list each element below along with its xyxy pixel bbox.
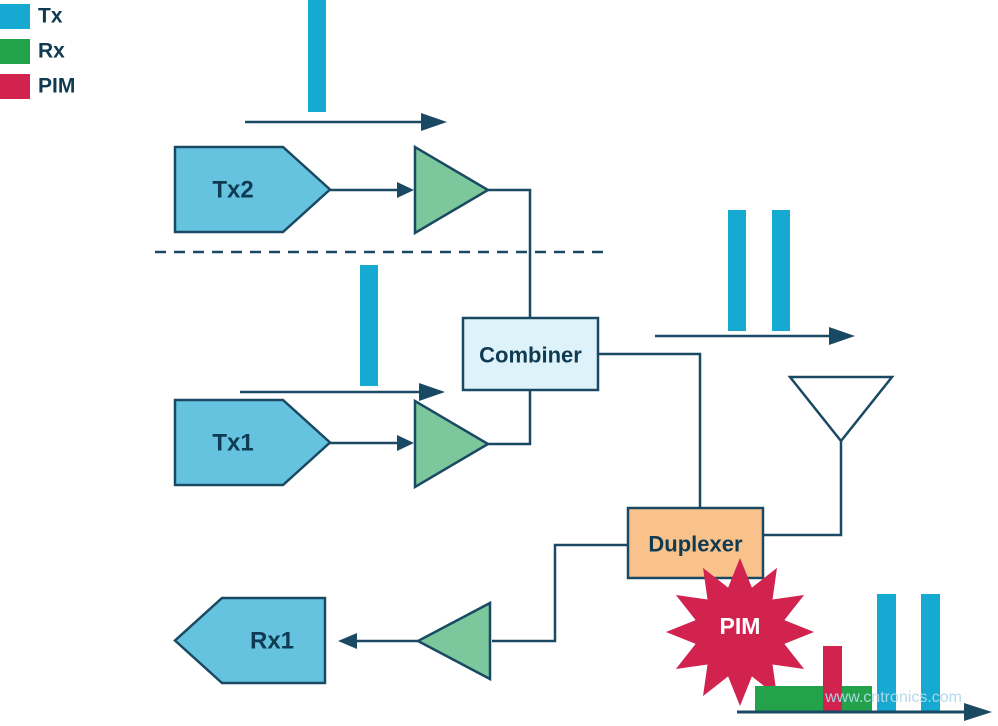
combiner-label: Combiner: [479, 343, 582, 368]
rx-arrowhead: [338, 633, 357, 649]
antenna-icon: [787, 375, 895, 444]
tx1-spectrum-bar: [360, 265, 378, 386]
antenna-to-duplexer-connector: [763, 441, 843, 537]
tx1-spectrum-arrow: [240, 383, 445, 401]
watermark: www.cntronics.com: [824, 689, 962, 706]
pim-burst-label: PIM: [720, 613, 761, 639]
tx1-to-amp-arrowhead: [397, 435, 414, 451]
frequency-axis-arrowhead: [964, 703, 992, 721]
combiner-to-duplexer-connector: [598, 352, 702, 508]
duplexer-label: Duplexer: [648, 532, 743, 557]
tx2-to-amp-arrow: [330, 182, 414, 198]
tx2-amplifier: [413, 144, 491, 236]
tx1-spectrum-arrowhead: [419, 383, 445, 401]
frequency-axis-arrow: [737, 703, 992, 721]
legend-label-tx: Tx: [38, 5, 63, 28]
tx1-to-amp-arrow: [330, 435, 414, 451]
combined-spectrum-bar-2: [772, 210, 790, 331]
tx2-spectrum-bar: [308, 0, 326, 112]
rx1-label: Rx1: [250, 628, 294, 655]
tx2-amp-to-combiner-connector: [488, 188, 532, 318]
tx1-label: Tx1: [212, 430, 253, 457]
rx-amp-to-rx1-arrow: [338, 633, 418, 649]
legend-swatch-pim: [0, 74, 30, 99]
legend: Tx Rx PIM: [0, 4, 75, 99]
tx2-spectrum-arrow: [245, 113, 447, 131]
tx2-spectrum-arrowhead: [421, 113, 447, 131]
bottom-tx-spectrum-bar-2: [921, 594, 940, 712]
rx-band-spectrum: [755, 686, 872, 712]
legend-label-pim: PIM: [38, 75, 75, 98]
tx2-label: Tx2: [212, 177, 253, 204]
tx1-amp-to-combiner-connector: [488, 390, 532, 446]
tx2-to-amp-arrowhead: [397, 182, 414, 198]
legend-swatch-tx: [0, 4, 30, 29]
legend-label-rx: Rx: [38, 40, 65, 63]
pim-starburst: [666, 558, 814, 706]
duplexer-to-rx-amp-connector: [492, 543, 628, 643]
combined-spectrum-bar-1: [728, 210, 746, 331]
rx-amplifier: [415, 600, 492, 682]
tx1-source-block: [173, 398, 332, 487]
combined-spectrum-arrow: [655, 327, 855, 345]
legend-swatch-rx: [0, 39, 30, 64]
tx2-source-block: [173, 145, 332, 234]
bottom-tx-spectrum-bar-1: [877, 594, 896, 712]
tx1-amplifier: [413, 398, 491, 490]
pim-spectrum-bar: [823, 646, 842, 712]
combined-spectrum-arrowhead: [829, 327, 855, 345]
rx1-sink-block: [173, 596, 327, 685]
